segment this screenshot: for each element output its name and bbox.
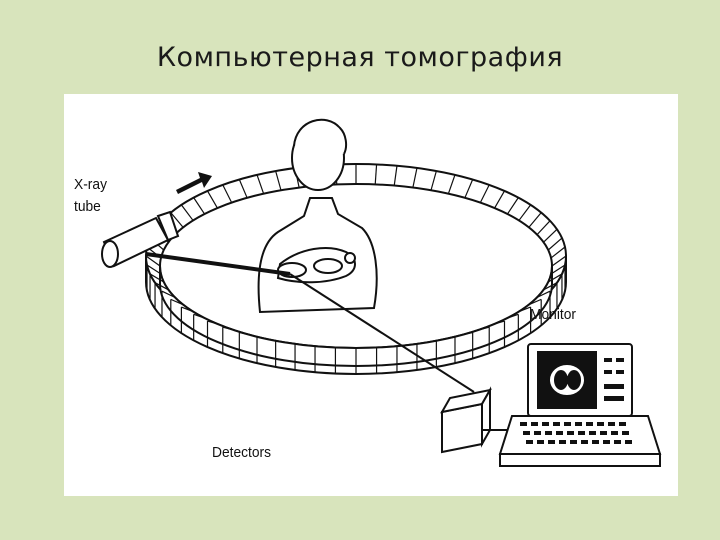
- keyboard-key: [603, 440, 610, 444]
- keyboard-key: [542, 422, 549, 426]
- keyboard-key: [600, 431, 607, 435]
- keyboard-key: [531, 422, 538, 426]
- detector-cell-divider: [480, 326, 490, 330]
- keyboard-key: [619, 422, 626, 426]
- detector-cell-divider: [536, 290, 551, 298]
- detector-cell-divider: [393, 165, 398, 186]
- xray-tube-label-line1: X-ray: [74, 176, 107, 193]
- detector-cell-divider: [518, 306, 531, 313]
- detector-cell-divider: [256, 336, 264, 339]
- keyboard-key: [526, 440, 533, 444]
- detector-cell-divider: [275, 170, 282, 191]
- detector-cell-divider: [180, 204, 194, 221]
- detector-cell-divider: [550, 246, 566, 259]
- detector-cell-divider: [507, 313, 519, 319]
- keyboard-key: [537, 440, 544, 444]
- monitor-label: Monitor: [530, 306, 577, 323]
- detector-cell-divider: [536, 220, 551, 236]
- keyboard-key: [575, 422, 582, 426]
- detector-cell-divider: [528, 298, 542, 306]
- detector-cell-divider: [547, 273, 563, 283]
- detector-cell-divider: [412, 167, 418, 188]
- keyboard-key: [567, 431, 574, 435]
- keyboard-key: [570, 440, 577, 444]
- detector-cell-divider: [206, 190, 218, 209]
- keyboard-key: [523, 431, 530, 435]
- detector-cell-divider: [146, 264, 162, 275]
- keyboard-key: [581, 440, 588, 444]
- detector-cell-divider: [222, 184, 233, 203]
- ct-scanner-illustration: [101, 118, 662, 467]
- detector-cell-divider: [161, 290, 176, 298]
- detector-cell-divider: [518, 204, 532, 221]
- xray-tube: [101, 210, 180, 268]
- keyboard-key: [559, 440, 566, 444]
- xray-beam: [145, 252, 475, 393]
- detectors-label: Detectors: [212, 444, 272, 461]
- keyboard-key: [622, 431, 629, 435]
- detector-cell-divider: [193, 197, 205, 215]
- keyboard-key: [520, 422, 527, 426]
- detector-cell-divider: [222, 326, 232, 330]
- detector-cell-divider: [543, 282, 558, 291]
- detector-cell-divider: [170, 298, 184, 306]
- keyboard-key: [556, 431, 563, 435]
- keyboard-key: [608, 422, 615, 426]
- keyboard-key: [611, 431, 618, 435]
- keyboard-key: [586, 422, 593, 426]
- detector-cell-divider: [149, 273, 165, 283]
- xray-tube-label-line2: tube: [74, 198, 101, 215]
- detector-cell-divider: [507, 197, 519, 215]
- detector-cell-divider: [551, 255, 567, 267]
- keyboard-keys: [520, 422, 632, 444]
- detector-cell-divider: [550, 264, 566, 275]
- detector-cell-divider: [528, 212, 542, 228]
- detector-cell-divider: [207, 320, 218, 325]
- keyboard-key: [614, 440, 621, 444]
- detector-cell-divider: [430, 170, 437, 191]
- keyboard-key: [545, 431, 552, 435]
- slide-title: Компьютерная томография: [156, 42, 564, 73]
- keyboard-key: [564, 422, 571, 426]
- detector-cell-divider: [275, 340, 282, 343]
- keyboard-key: [592, 440, 599, 444]
- keyboard-key: [534, 431, 541, 435]
- detector-cell-divider: [239, 331, 248, 335]
- detector-cell-divider: [256, 174, 265, 194]
- detector-cell-divider: [494, 190, 506, 209]
- keyboard-key: [589, 431, 596, 435]
- detector-cell-divider: [193, 313, 205, 319]
- keyboard-key: [553, 422, 560, 426]
- monitor-panel-lights: [604, 358, 624, 401]
- keyboard-key: [597, 422, 604, 426]
- rotation-arrow: [176, 172, 212, 194]
- keyboard-key: [625, 440, 632, 444]
- detector-cell-divider: [543, 228, 558, 243]
- detector-cell-divider: [238, 179, 248, 199]
- detector-cell-divider: [154, 282, 169, 291]
- patient-figure: [257, 118, 378, 314]
- detector-cell-divider: [448, 336, 456, 339]
- detector-cell-divider: [464, 179, 474, 199]
- detector-cell-divider: [479, 184, 490, 203]
- detector-cell-divider: [374, 164, 378, 185]
- detector-cell-divider: [181, 306, 194, 313]
- detector-cell-divider: [494, 320, 505, 325]
- computer-monitor: [498, 343, 662, 467]
- detector-cell-divider: [145, 255, 161, 267]
- detector-cell-divider: [170, 212, 184, 228]
- detector-cell-divider: [464, 331, 473, 335]
- data-processor-box: [440, 386, 516, 454]
- ct-scanner-diagram: X-ray tube Monitor Detectors: [64, 94, 678, 496]
- detector-cell-divider: [430, 340, 437, 343]
- detector-cell-divider: [547, 237, 563, 251]
- keyboard-key: [548, 440, 555, 444]
- detector-cell-divider: [447, 174, 456, 194]
- keyboard-key: [578, 431, 585, 435]
